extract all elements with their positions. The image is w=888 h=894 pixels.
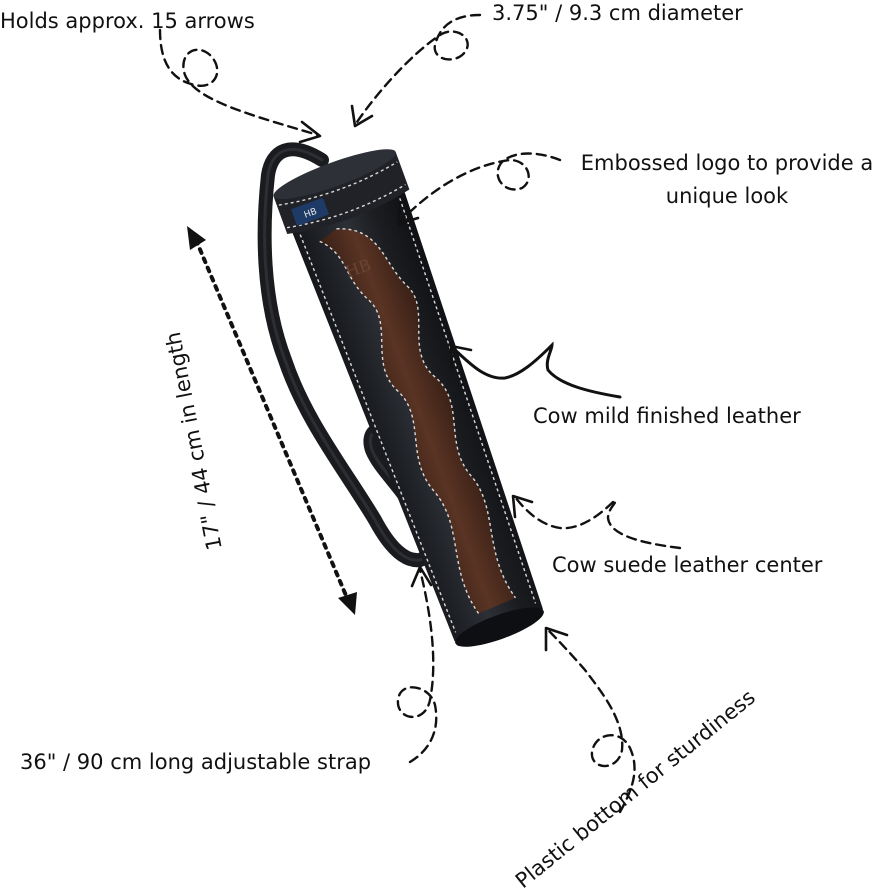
strap-annotation-arrow — [396, 565, 438, 764]
holds-annotation-arrow — [158, 28, 322, 144]
suede-annotation-arrow — [511, 494, 682, 550]
quiver-body: HB HB — [273, 149, 544, 647]
label-leather: Cow mild finished leather — [533, 404, 801, 428]
bottom-annotation-arrow — [544, 626, 636, 814]
suede-center — [319, 228, 516, 614]
label-suede: Cow suede leather center — [552, 553, 823, 577]
label-strap: 36" / 90 cm long adjustable strap — [20, 750, 372, 774]
logo-annotation-arrow — [396, 152, 562, 226]
label-embossed-logo-line1: Embossed logo to provide a — [580, 151, 874, 175]
logo-patch — [291, 198, 329, 226]
svg-text:HB: HB — [303, 207, 319, 221]
adjustable-strap — [257, 142, 436, 568]
label-diameter: 3.75" / 9.3 cm diameter — [492, 1, 743, 25]
label-embossed-logo: Embossed logo to provide a unique look — [562, 150, 888, 209]
label-holds-arrows: Holds approx. 15 arrows — [0, 9, 255, 33]
leather-annotation-arrow — [449, 341, 622, 399]
length-indicator — [187, 226, 357, 615]
diameter-annotation-arrow — [350, 13, 482, 128]
plastic-bottom — [455, 607, 544, 647]
label-embossed-logo-line2: unique look — [665, 184, 789, 208]
